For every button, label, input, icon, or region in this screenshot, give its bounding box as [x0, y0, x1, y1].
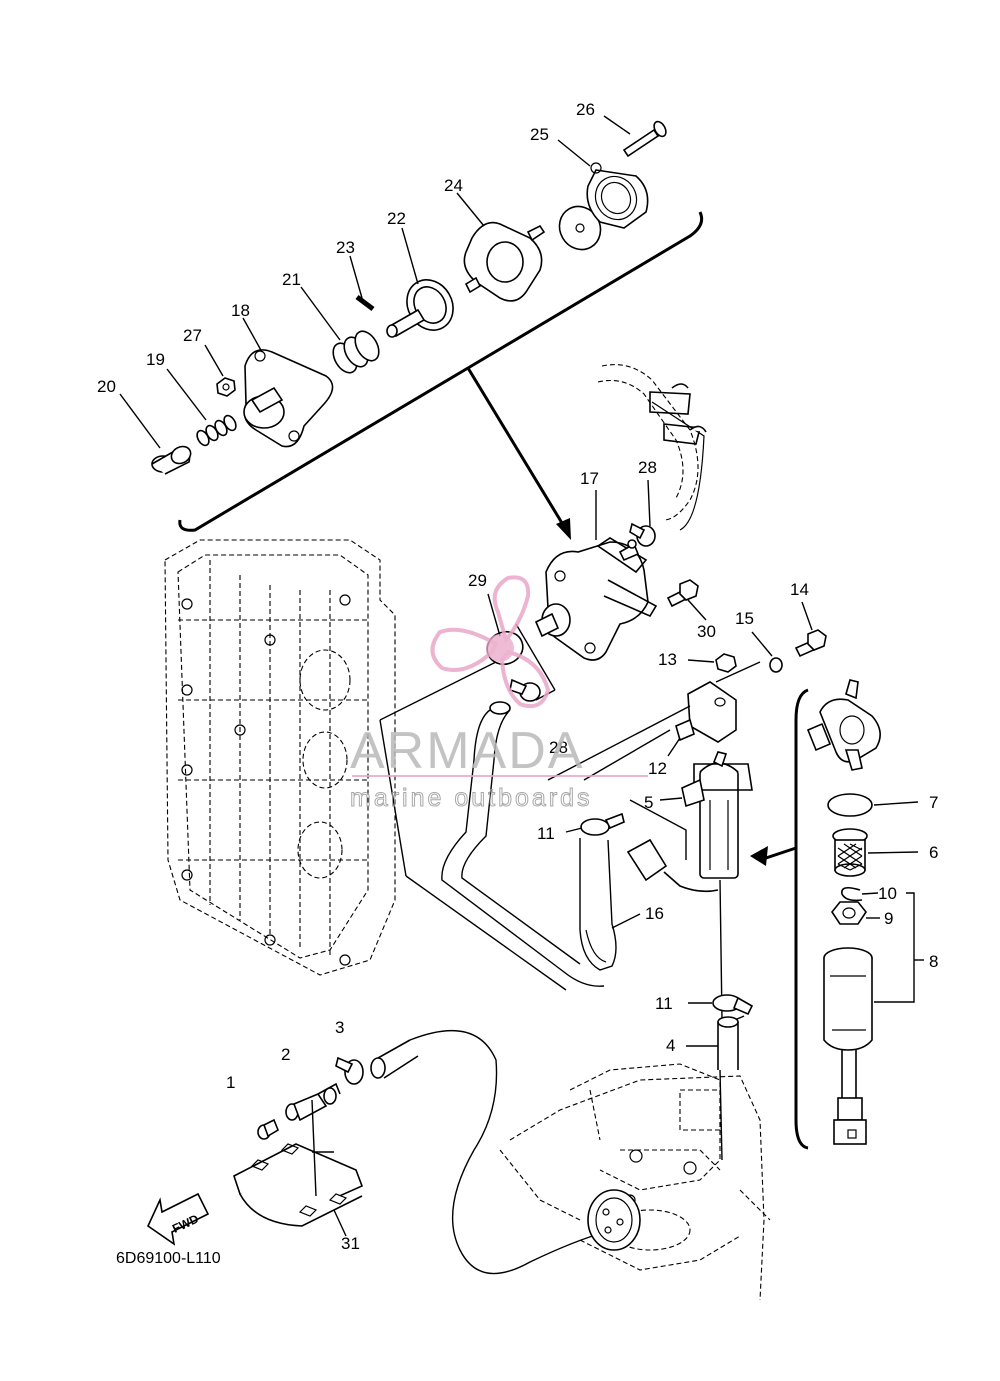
hose-pump-to-filter	[441, 709, 605, 987]
watermark-tagline: marine outboards	[350, 784, 593, 812]
armada-watermark: ARMADA marine outboards	[350, 575, 648, 813]
part-20-plunger	[151, 445, 192, 475]
callout-18: 18	[231, 301, 250, 320]
callout-22: 22	[387, 209, 406, 228]
part-16-hose	[579, 838, 617, 971]
callout-29: 29	[468, 571, 487, 590]
callout-5: 5	[644, 793, 653, 812]
part-31-clamp-cover	[233, 1143, 364, 1227]
callout-10: 10	[878, 884, 897, 903]
callout-19: 19	[146, 350, 165, 369]
part-25-cover	[586, 162, 649, 229]
callout-6: 6	[929, 843, 938, 862]
propeller-logo-icon	[430, 575, 551, 709]
part-11-clip-lower	[712, 994, 754, 1016]
callout-20: 20	[97, 377, 116, 396]
part-6-filter-element	[832, 828, 868, 877]
callout-16: 16	[645, 904, 664, 923]
callout-15: 15	[735, 609, 754, 628]
part-14-bolt	[794, 629, 827, 658]
callout-27: 27	[183, 326, 202, 345]
arrow-head-icon	[750, 846, 768, 866]
callout-17: 17	[580, 469, 599, 488]
callout-21: 21	[282, 270, 301, 289]
part-11-clip-upper	[580, 812, 625, 836]
callout-8: 8	[929, 952, 938, 971]
callout-23: 23	[336, 238, 355, 257]
context-hose-top	[597, 364, 707, 531]
fuel-line-hose	[370, 1029, 607, 1275]
callout-1: 1	[226, 1073, 235, 1092]
context-lower-engine	[499, 1063, 771, 1301]
part-26-screw	[622, 120, 667, 158]
part-10-circlip	[841, 886, 863, 902]
part-3-clip	[335, 1056, 364, 1085]
filter-head	[806, 679, 881, 771]
part-22-diaphragm	[386, 279, 454, 338]
callout-7: 7	[929, 793, 938, 812]
lower-fuel-connector	[587, 1189, 641, 1251]
part-9-nut	[831, 901, 867, 925]
callout-30: 30	[697, 622, 716, 641]
watermark-brand: ARMADA	[350, 722, 584, 780]
part-27-nut	[216, 377, 236, 397]
callout-13: 13	[658, 650, 677, 669]
part-13-nut	[715, 653, 737, 673]
part-24-pump-body	[463, 221, 546, 302]
part-18-pump-cover	[243, 349, 334, 448]
callout-28-upper: 28	[638, 458, 657, 477]
part-2-joint	[285, 1082, 341, 1122]
part-17-fuel-pump	[534, 537, 658, 661]
callout-2: 2	[281, 1045, 290, 1064]
callout-labels: 1 2 3 4 5 6 7 8 9 10 11 11 12 13 14 15 1…	[97, 100, 938, 1253]
connector-plug	[626, 838, 719, 893]
part-28-clip-lower	[509, 678, 541, 702]
callout-14: 14	[790, 580, 809, 599]
part-7-o-ring	[827, 793, 873, 817]
callout-28-lower: 28	[549, 738, 568, 757]
callout-24: 24	[444, 176, 463, 195]
part-21-spring	[332, 330, 380, 374]
callout-3: 3	[335, 1018, 344, 1037]
part-8-filter-bowl	[823, 947, 873, 1145]
callout-11-lower: 11	[655, 994, 673, 1013]
callout-12: 12	[648, 759, 667, 778]
part-1-bolt	[257, 1118, 279, 1140]
callout-4: 4	[666, 1036, 675, 1055]
part-28-clip-upper	[629, 522, 656, 547]
callout-9: 9	[884, 909, 893, 928]
part-4-hose	[717, 1016, 739, 1070]
hose-pump-to-filter-inner	[461, 709, 581, 965]
diagram-code: 6D69100-L110	[116, 1250, 221, 1267]
callout-31: 31	[341, 1234, 360, 1253]
part-15-washer	[769, 657, 783, 673]
part-5-fuel-filter	[681, 751, 753, 879]
part-30-bolt	[666, 579, 699, 608]
fwd-arrow-icon: FWD	[146, 1192, 210, 1246]
context-cylinder-block	[164, 539, 396, 976]
group-bracket-right	[794, 688, 809, 1150]
part-12-bracket	[675, 681, 737, 743]
callout-25: 25	[530, 125, 549, 144]
fuel-pump-exploded-group	[119, 115, 704, 540]
callout-11-upper: 11	[537, 824, 555, 843]
part-19-spring	[196, 414, 237, 447]
callout-26: 26	[576, 100, 595, 119]
arrow-head-icon	[556, 518, 571, 540]
